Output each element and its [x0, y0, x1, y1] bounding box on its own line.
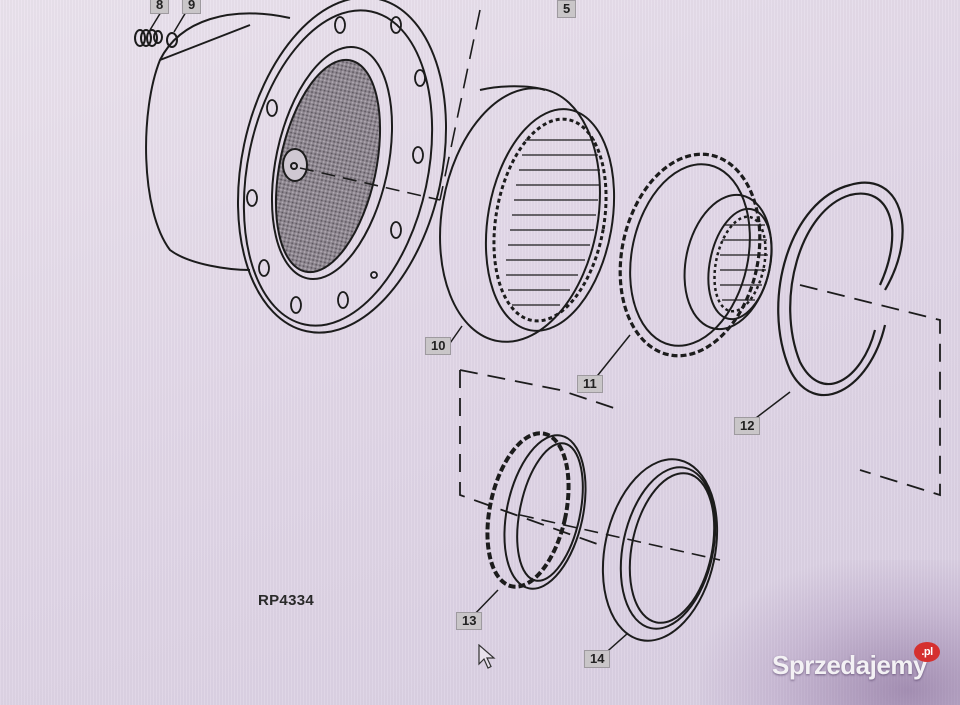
callout-13: 13 [456, 612, 483, 630]
mouse-cursor-icon [478, 644, 496, 669]
callout-11: 11 [577, 375, 603, 393]
plug-icon [134, 29, 178, 48]
callout-9: 9 [182, 0, 202, 14]
callout-10: 10 [425, 337, 452, 355]
drawing-reference-code: RP4334 [258, 592, 315, 609]
callout-14: 14 [584, 650, 611, 668]
callout-12: 12 [734, 417, 761, 435]
watermark-tld-badge: .pl [914, 642, 940, 662]
callout-8: 8 [150, 0, 170, 14]
watermark-brand: Sprzedajemy [772, 650, 927, 680]
watermark-logo: Sprzedajemy .pl [772, 642, 940, 681]
callout-5: 5 [557, 0, 577, 18]
photo-vignette [700, 560, 960, 705]
